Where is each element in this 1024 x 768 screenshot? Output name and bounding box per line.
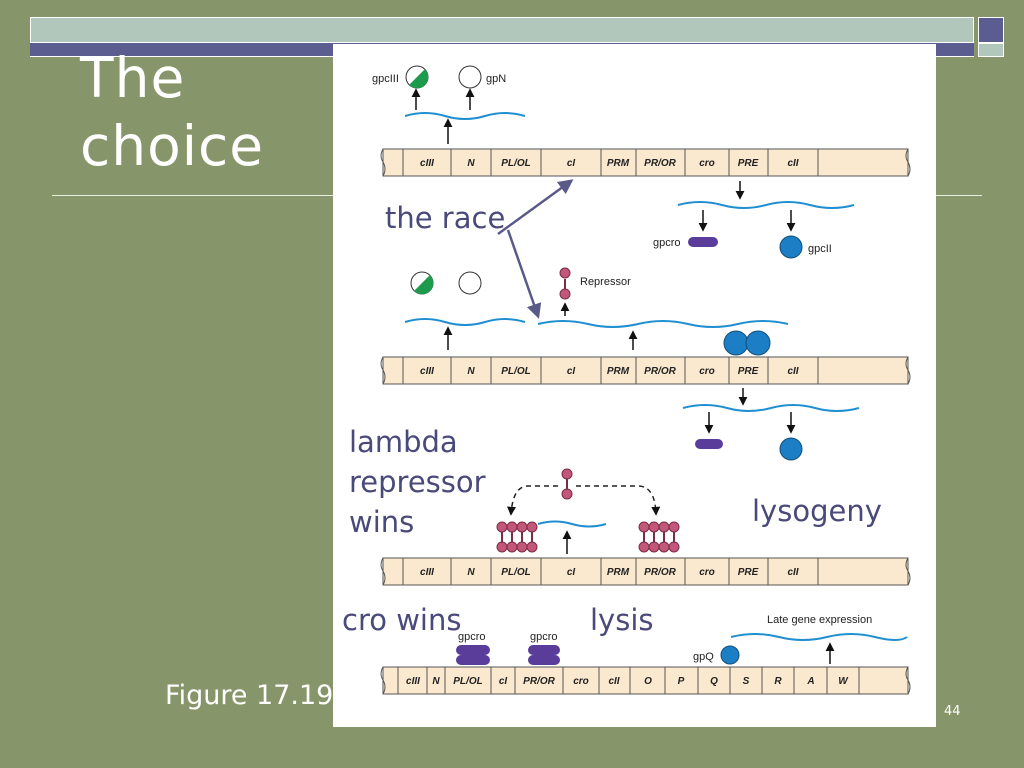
- gene-label: cro: [699, 158, 715, 169]
- gpcro-label: gpcro: [458, 631, 486, 643]
- gene-label: cIII: [406, 676, 420, 687]
- mrna-leftward-1: [404, 112, 526, 120]
- gene-label: PRE: [738, 366, 759, 377]
- gene-label: cIII: [420, 158, 434, 169]
- gpcii-label: gpcII: [808, 243, 832, 255]
- gpciii-label: gpcIII: [372, 73, 399, 85]
- gene-label: PRM: [607, 158, 630, 169]
- figure-reference: Figure 17.19: [165, 680, 334, 711]
- gene-label: N: [467, 158, 475, 169]
- gene-label: PR/OR: [644, 567, 676, 578]
- gene-label: cI: [567, 567, 576, 578]
- gene-label: PRE: [738, 567, 759, 578]
- gpcro-label: gpcro: [530, 631, 558, 643]
- gpcro-protein: [695, 439, 723, 449]
- gene-label: W: [838, 676, 849, 687]
- gene-label: PL/OL: [501, 158, 530, 169]
- gene-label: cII: [787, 567, 798, 578]
- gpn-protein: [458, 65, 482, 89]
- repressor-cluster-ol: [496, 521, 538, 553]
- late-gene-label: Late gene expression: [767, 614, 872, 626]
- gene-label: PR/OR: [644, 158, 676, 169]
- header-bar: [30, 17, 974, 43]
- gene-label: cro: [573, 676, 589, 687]
- repressor-protein: [559, 267, 571, 300]
- gene-label: PR/OR: [523, 676, 555, 687]
- corner-square-dark: [978, 17, 1004, 43]
- gpciii-protein: [410, 271, 434, 295]
- gene-label: cro: [699, 567, 715, 578]
- gene-label: PL/OL: [501, 567, 530, 578]
- gene-label: P: [678, 676, 685, 687]
- gene-label: cIII: [420, 366, 434, 377]
- row1-genes: cIII N PL/OL cI PRM PR/OR cro PRE cII: [402, 149, 819, 176]
- gpcro-label: gpcro: [653, 237, 681, 249]
- cro-dimer-ol: [456, 645, 490, 665]
- cro-dimer-or: [528, 645, 560, 665]
- gene-label: PRM: [607, 366, 630, 377]
- repressor-label: Repressor: [580, 276, 631, 288]
- gene-label: A: [806, 676, 814, 687]
- gene-label: cII: [608, 676, 619, 687]
- gene-label: PL/OL: [501, 366, 530, 377]
- gpcro-protein: [688, 237, 718, 247]
- gpq-label: gpQ: [693, 651, 714, 663]
- corner-square-light: [978, 43, 1004, 57]
- lambda-choice-diagram: cIII N PL/OL cI PRM PR/OR cro PRE cII gp…: [342, 65, 911, 695]
- mrna-late: [730, 633, 908, 641]
- repressor-cluster-or: [638, 521, 680, 553]
- repressor-protein: [561, 468, 573, 500]
- gene-row-3: cIII N PL/OL cI PRM PR/OR cro PRE cII: [380, 557, 911, 586]
- mrna-rightward-2: [682, 404, 860, 412]
- gpn-protein: [458, 271, 482, 295]
- page-number: 44: [944, 704, 961, 719]
- annotation-lysogeny: lysogeny: [752, 494, 882, 528]
- gene-label: Q: [710, 676, 718, 687]
- gene-label: O: [644, 676, 652, 687]
- gene-label: N: [467, 567, 475, 578]
- annotation-cro-wins: cro wins: [342, 603, 461, 637]
- gene-label: cI: [567, 366, 576, 377]
- gene-label: N: [467, 366, 475, 377]
- gene-label: cII: [787, 158, 798, 169]
- gene-row-4: cIII N PL/OL cI PR/OR cro cII O P Q S R …: [380, 666, 911, 695]
- gene-label: cro: [699, 366, 715, 377]
- gene-label: PRM: [607, 567, 630, 578]
- annotation-the-race: the race: [385, 201, 505, 235]
- gene-label: PR/OR: [644, 366, 676, 377]
- gene-label: R: [774, 676, 782, 687]
- figure-panel: cIII N PL/OL cI PRM PR/OR cro PRE cII gp…: [333, 44, 936, 727]
- mrna-rightward-1: [677, 201, 855, 209]
- annotation-wins: wins: [349, 505, 414, 539]
- annotation-lambda: lambda: [349, 425, 458, 459]
- cii-bound: [745, 330, 771, 356]
- gene-label: PL/OL: [453, 676, 482, 687]
- gene-label: cI: [567, 158, 576, 169]
- mrna-leftward-2: [404, 318, 526, 326]
- gene-label: cIII: [420, 567, 434, 578]
- mrna-ci-transcript: [537, 320, 789, 328]
- gene-row-1: cIII N PL/OL cI PRM PR/OR cro PRE cII: [380, 148, 911, 177]
- cii-bound: [723, 330, 749, 356]
- gpq-protein: [720, 645, 740, 665]
- gene-label: PRE: [738, 158, 759, 169]
- slide-title: The choice: [80, 46, 265, 178]
- gene-row-2: cIII N PL/OL cI PRM PR/OR cro PRE cII: [380, 356, 911, 385]
- gene-label: cII: [787, 366, 798, 377]
- gpcii-protein: [779, 437, 803, 461]
- gpcii-protein: [779, 235, 803, 259]
- gene-label: N: [432, 676, 440, 687]
- annotation-repressor: repressor: [349, 465, 486, 499]
- gene-label: cI: [499, 676, 508, 687]
- annotation-lysis: lysis: [590, 603, 654, 637]
- gpn-label: gpN: [486, 73, 506, 85]
- gpciii-protein: [405, 65, 429, 89]
- gene-label: S: [743, 676, 750, 687]
- mrna-ci-short: [537, 520, 607, 528]
